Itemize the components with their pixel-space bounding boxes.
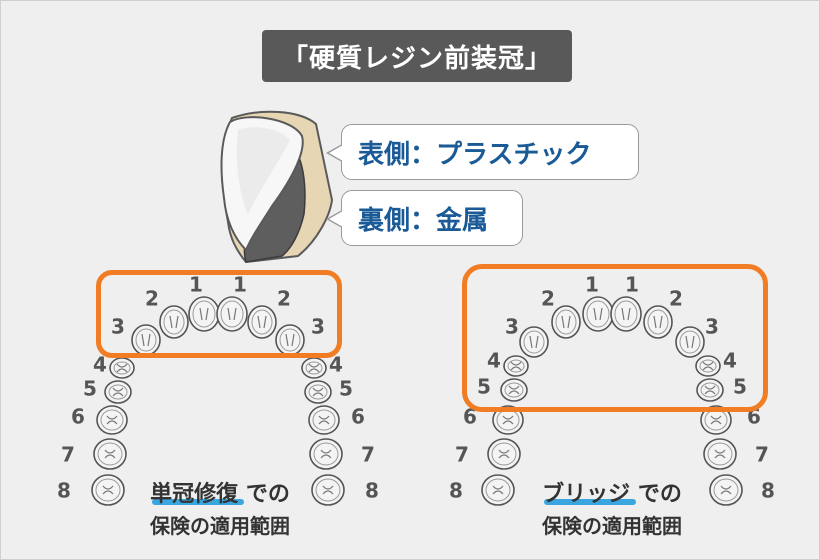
bridge-tooth-left-1 xyxy=(610,296,642,332)
bridge-tooth-left-8 xyxy=(709,474,743,506)
single-crown-tooth-right-2 xyxy=(159,305,189,339)
single-crown-tooth-left-7 xyxy=(309,438,343,470)
single-crown-tooth-number-left-8: 8 xyxy=(365,479,379,503)
bridge-tooth-number-left-5: 5 xyxy=(733,375,747,399)
caption-highlight-single-crown: 単冠修復 xyxy=(150,482,239,507)
bridge-tooth-number-left-1: 1 xyxy=(625,273,639,297)
single-crown-tooth-left-8 xyxy=(311,474,345,506)
single-crown-tooth-right-3 xyxy=(131,324,161,356)
single-crown-tooth-number-right-1: 1 xyxy=(189,273,203,297)
caption-single-crown: 単冠修復 での 保険の適用範囲 xyxy=(120,480,320,541)
single-crown-tooth-number-left-2: 2 xyxy=(277,287,291,311)
single-crown-tooth-left-1 xyxy=(216,296,248,332)
bridge-tooth-number-right-2: 2 xyxy=(541,287,555,311)
bridge-tooth-number-right-3: 3 xyxy=(505,315,519,339)
single-crown-tooth-number-left-6: 6 xyxy=(351,405,365,429)
bridge-tooth-number-left-7: 7 xyxy=(755,443,769,467)
bridge-tooth-number-left-3: 3 xyxy=(705,315,719,339)
bridge-tooth-number-right-4: 4 xyxy=(487,349,501,373)
bridge-tooth-number-right-8: 8 xyxy=(449,479,463,503)
single-crown-tooth-number-left-1: 1 xyxy=(233,273,247,297)
bridge-tooth-number-right-7: 7 xyxy=(455,443,469,467)
single-crown-tooth-left-6 xyxy=(308,405,340,435)
single-crown-tooth-number-right-3: 3 xyxy=(111,315,125,339)
single-crown-tooth-number-right-8: 8 xyxy=(57,479,71,503)
single-crown-tooth-right-7 xyxy=(93,438,127,470)
bridge-tooth-left-5 xyxy=(696,378,724,402)
single-crown-tooth-number-left-4: 4 xyxy=(329,353,343,377)
caption-underline xyxy=(544,499,636,505)
bridge-tooth-left-7 xyxy=(703,438,737,470)
single-crown-tooth-number-left-7: 7 xyxy=(361,443,375,467)
single-crown-tooth-number-right-4: 4 xyxy=(93,353,107,377)
single-crown-tooth-left-5 xyxy=(304,380,332,404)
caption-line2: 保険の適用範囲 xyxy=(150,514,290,538)
single-crown-tooth-number-left-5: 5 xyxy=(339,377,353,401)
callout-front-plastic: 表側：プラスチック xyxy=(326,124,639,180)
bridge-tooth-left-6 xyxy=(700,405,732,435)
bridge-tooth-number-left-4: 4 xyxy=(723,349,737,373)
single-crown-tooth-left-4 xyxy=(301,357,327,379)
caption-suffix: での xyxy=(637,482,682,507)
single-crown-tooth-number-right-7: 7 xyxy=(61,443,75,467)
single-crown-tooth-right-6 xyxy=(96,405,128,435)
bridge-tooth-number-left-8: 8 xyxy=(761,479,775,503)
single-crown-tooth-number-right-5: 5 xyxy=(83,377,97,401)
caption-bridge: ブリッジ での 保険の適用範囲 xyxy=(512,480,712,541)
bridge-tooth-number-left-2: 2 xyxy=(669,287,683,311)
highlight-box-bridge xyxy=(462,264,768,412)
bridge-tooth-right-4 xyxy=(503,355,529,377)
single-crown-tooth-right-1 xyxy=(188,296,220,332)
bridge-tooth-right-3 xyxy=(519,326,549,358)
caption-suffix: での xyxy=(245,482,290,507)
bridge-tooth-left-2 xyxy=(643,305,673,339)
single-crown-tooth-right-5 xyxy=(104,380,132,404)
single-crown-tooth-number-right-2: 2 xyxy=(145,287,159,311)
callout-back-metal: 裏側：金属 xyxy=(326,190,523,246)
bridge-tooth-number-right-1: 1 xyxy=(585,273,599,297)
single-crown-tooth-right-4 xyxy=(109,357,135,379)
bridge-tooth-right-2 xyxy=(551,305,581,339)
single-crown-tooth-number-right-6: 6 xyxy=(71,405,85,429)
highlight-box-single-crown xyxy=(96,270,342,358)
single-crown-tooth-right-8 xyxy=(91,474,125,506)
caption-highlight-bridge: ブリッジ xyxy=(542,482,631,507)
bridge-tooth-left-3 xyxy=(675,326,705,358)
bridge-tooth-left-4 xyxy=(695,355,721,377)
caption-underline xyxy=(152,499,244,505)
page-title: 「硬質レジン前装冠」 xyxy=(262,30,572,82)
bridge-tooth-right-6 xyxy=(492,405,524,435)
single-crown-tooth-left-2 xyxy=(247,305,277,339)
single-crown-tooth-number-left-3: 3 xyxy=(311,315,325,339)
caption-line2: 保険の適用範囲 xyxy=(542,514,682,538)
bridge-tooth-right-7 xyxy=(487,438,521,470)
bridge-tooth-right-8 xyxy=(481,474,515,506)
bridge-tooth-right-5 xyxy=(500,378,528,402)
